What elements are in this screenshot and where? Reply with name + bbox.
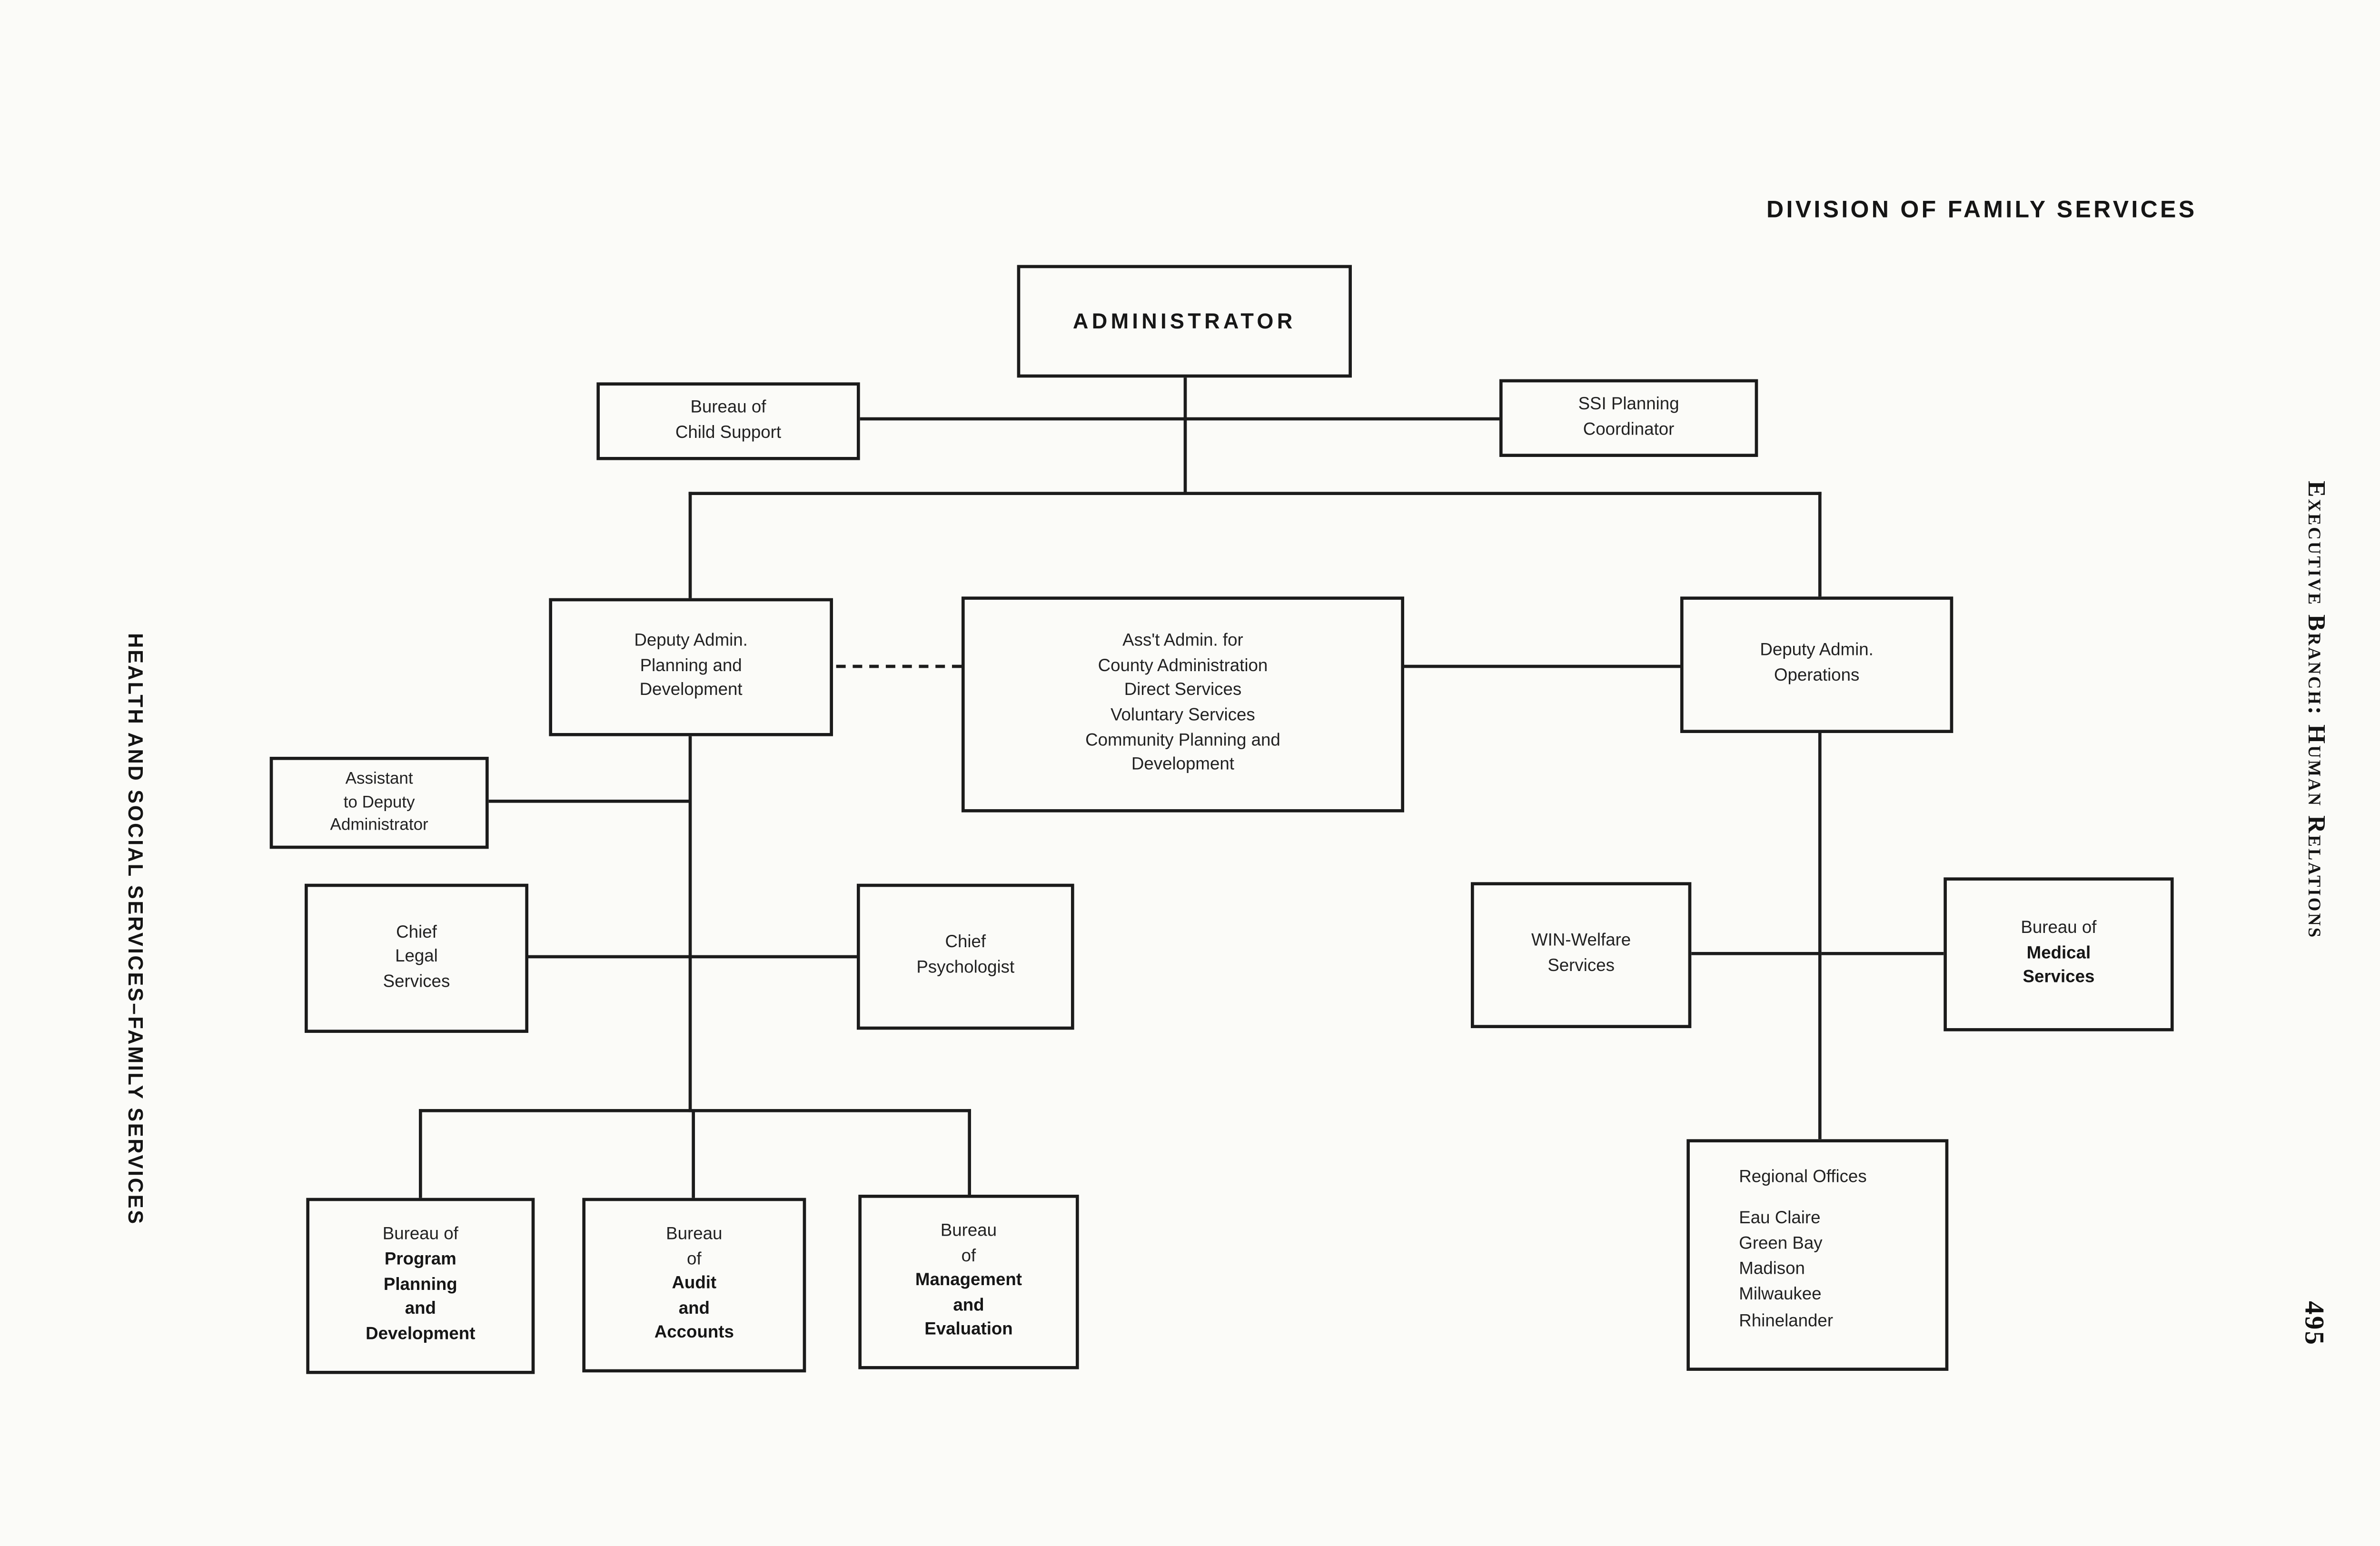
node-deputy-admin-planning-development: Deputy Admin. Planning and Development xyxy=(549,598,833,736)
connector-spine-medical xyxy=(1821,951,1944,956)
connector-to-bureau-management xyxy=(968,1109,972,1195)
node-label: Services xyxy=(383,972,450,991)
page-number: 495 xyxy=(2299,1301,2330,1347)
node-label: WIN-Welfare xyxy=(1531,932,1631,951)
node-label: Planning xyxy=(383,1275,457,1294)
node-label: Services xyxy=(2023,968,2095,988)
node-label: Management xyxy=(915,1271,1022,1290)
node-label: Program xyxy=(384,1250,456,1269)
regional-office-city: Madison xyxy=(1739,1260,1805,1279)
connector-trunk-to-deputy-planning xyxy=(688,492,692,600)
node-deputy-admin-operations: Deputy Admin. Operations xyxy=(1680,596,1954,733)
node-label: of xyxy=(961,1246,976,1266)
left-margin-chapter-text: HEALTH AND SOCIAL SERVICES–FAMILY SERVIC… xyxy=(123,633,148,1226)
node-label: to Deputy xyxy=(343,793,415,812)
node-regional-offices: Regional Offices Eau Claire Green Bay Ma… xyxy=(1686,1139,1949,1371)
node-label: Direct Services xyxy=(1124,681,1242,701)
node-label: Administrator xyxy=(330,816,428,835)
node-label: Ass't Admin. for xyxy=(1122,632,1243,651)
connector-administrator-trunk xyxy=(1183,377,1187,494)
node-label: Planning and xyxy=(640,656,742,675)
node-assistant-to-deputy-administrator: Assistant to Deputy Administrator xyxy=(269,756,489,849)
node-ssi-planning-coordinator: SSI Planning Coordinator xyxy=(1499,379,1758,457)
node-label: Evaluation xyxy=(924,1320,1013,1340)
node-label: Psychologist xyxy=(916,958,1015,978)
connector-asstadmin-operations xyxy=(1404,664,1682,668)
right-margin-section-text: Executive Branch: Human Relations xyxy=(2302,480,2330,940)
node-label: Child Support xyxy=(675,423,782,442)
regional-office-city: Rhinelander xyxy=(1739,1311,1834,1331)
node-label: Accounts xyxy=(654,1324,734,1343)
connector-trunk-to-deputy-operations xyxy=(1818,492,1822,598)
node-label: Bureau of xyxy=(690,398,766,417)
node-asst-admin-county-administration: Ass't Admin. for County Administration D… xyxy=(961,596,1404,813)
node-bureau-of-program-planning-and-development: Bureau of Program Planning and Developme… xyxy=(306,1198,535,1374)
node-label: County Administration xyxy=(1098,656,1268,676)
connector-childsupport-ssi xyxy=(860,417,1501,421)
node-bureau-of-management-and-evaluation: Bureau of Management and Evaluation xyxy=(858,1194,1079,1369)
connector-legal-psychologist xyxy=(528,955,859,959)
node-label: and xyxy=(678,1299,710,1318)
node-label: Audit xyxy=(672,1274,717,1294)
node-label: ADMINISTRATOR xyxy=(1072,309,1296,333)
connector-dashed-planning-asstadmin xyxy=(836,664,962,668)
node-label: Bureau of xyxy=(382,1225,458,1245)
node-label: SSI Planning xyxy=(1578,395,1679,414)
node-label: Community Planning and xyxy=(1085,731,1280,750)
node-bureau-of-audit-and-accounts: Bureau of Audit and Accounts xyxy=(582,1198,806,1373)
node-label: Development xyxy=(366,1324,476,1344)
node-label: Bureau xyxy=(666,1225,723,1244)
connector-win-spine xyxy=(1691,951,1822,956)
node-chief-psychologist: Chief Psychologist xyxy=(856,883,1074,1030)
node-label: Medical xyxy=(2026,943,2091,963)
node-label: Chief xyxy=(945,933,986,953)
node-label: Operations xyxy=(1774,666,1860,685)
node-label: Services xyxy=(1547,956,1615,976)
connector-assistant-spine xyxy=(488,799,690,803)
node-label: and xyxy=(405,1299,436,1319)
node-bureau-of-medical-services: Bureau of Medical Services xyxy=(1944,877,2174,1031)
connector-planning-down-spine xyxy=(688,736,692,1112)
node-chief-legal-services: Chief Legal Services xyxy=(304,883,528,1033)
node-label: Deputy Admin. xyxy=(1760,641,1874,661)
node-label: Bureau of xyxy=(2021,919,2097,938)
page-title: DIVISION OF FAMILY SERVICES xyxy=(1766,197,2197,224)
regional-offices-heading: Regional Offices xyxy=(1739,1168,1867,1187)
node-win-welfare-services: WIN-Welfare Services xyxy=(1470,882,1692,1028)
node-bureau-of-child-support: Bureau of Child Support xyxy=(596,382,860,460)
node-label: Assistant xyxy=(345,769,413,788)
node-label: Development xyxy=(1131,755,1234,775)
node-label: Chief xyxy=(396,922,437,942)
node-label: and xyxy=(953,1296,984,1315)
node-label: Coordinator xyxy=(1583,419,1675,439)
connector-main-trunk xyxy=(688,492,1822,496)
regional-office-city: Eau Claire xyxy=(1739,1208,1821,1228)
regional-office-city: Green Bay xyxy=(1739,1234,1823,1253)
node-label: Development xyxy=(639,681,743,700)
node-label: Bureau xyxy=(940,1221,997,1241)
node-administrator: ADMINISTRATOR xyxy=(1017,265,1352,378)
connector-to-bureau-audit xyxy=(692,1109,695,1198)
connector-operations-down-spine xyxy=(1818,733,1822,1140)
node-label: Deputy Admin. xyxy=(634,631,748,651)
regional-office-city: Milwaukee xyxy=(1739,1286,1822,1305)
node-label: of xyxy=(687,1249,702,1269)
node-label: Voluntary Services xyxy=(1111,706,1255,725)
connector-to-bureau-program xyxy=(418,1109,423,1198)
node-label: Legal xyxy=(395,947,438,967)
